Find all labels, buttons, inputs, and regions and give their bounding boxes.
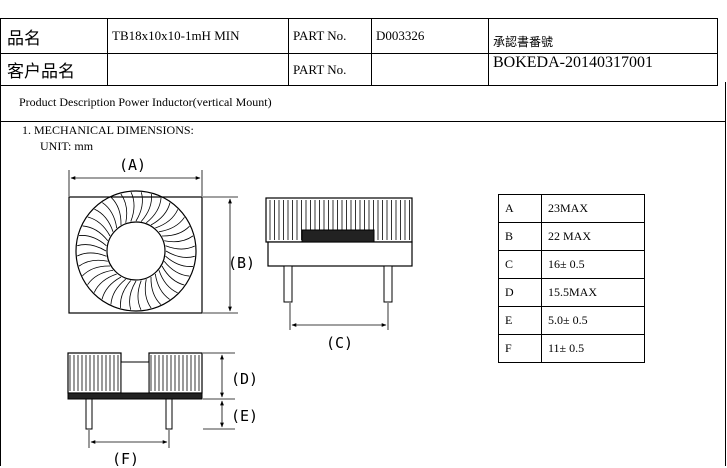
section-title: 1. MECHANICAL DIMENSIONS:	[22, 123, 194, 137]
label-f: (F)	[112, 450, 140, 468]
unit-label: UNIT: mm	[40, 139, 94, 153]
dimension-value: 5.0± 0.5	[541, 306, 645, 335]
approval-no-label: 承認書番號	[488, 18, 718, 54]
approval-no-value: BOKEDA-20140317001	[488, 53, 718, 86]
right-border	[725, 122, 726, 466]
label-a: (A)	[119, 156, 147, 174]
dimension-key: E	[498, 306, 542, 335]
dimension-value: 15.5MAX	[541, 278, 645, 307]
product-description: Product Description Power Inductor(verti…	[0, 82, 726, 122]
dimension-key: A	[498, 194, 542, 223]
dimension-key: C	[498, 250, 542, 279]
dimension-value: 16± 0.5	[541, 250, 645, 279]
label-d: (D)	[231, 370, 259, 388]
customer-product-name-value	[107, 53, 289, 86]
dimension-value: 23MAX	[541, 194, 645, 223]
dimension-key: D	[498, 278, 542, 307]
header-table: 品名 TB18x10x10-1mH MIN PART No. D003326 承…	[0, 18, 718, 86]
label-b: (B)	[228, 254, 256, 272]
dimension-key: B	[498, 222, 542, 251]
product-name-value: TB18x10x10-1mH MIN	[107, 18, 289, 54]
side-view	[265, 197, 413, 330]
left-border	[0, 122, 1, 466]
header-row-1: 品名 TB18x10x10-1mH MIN PART No. D003326 承…	[0, 18, 718, 54]
label-c: (C)	[326, 334, 354, 352]
product-name-label: 品名	[0, 18, 108, 54]
dimension-value: 22 MAX	[541, 222, 645, 251]
dimension-value: 11± 0.5	[541, 334, 645, 363]
front-view	[67, 352, 235, 448]
label-e: (E)	[231, 407, 259, 425]
header-row-2: 客户品名 PART No. BOKEDA-20140317001	[0, 53, 718, 86]
dimension-key: F	[498, 334, 542, 363]
part-no-value: D003326	[371, 18, 489, 54]
top-view	[68, 170, 238, 314]
